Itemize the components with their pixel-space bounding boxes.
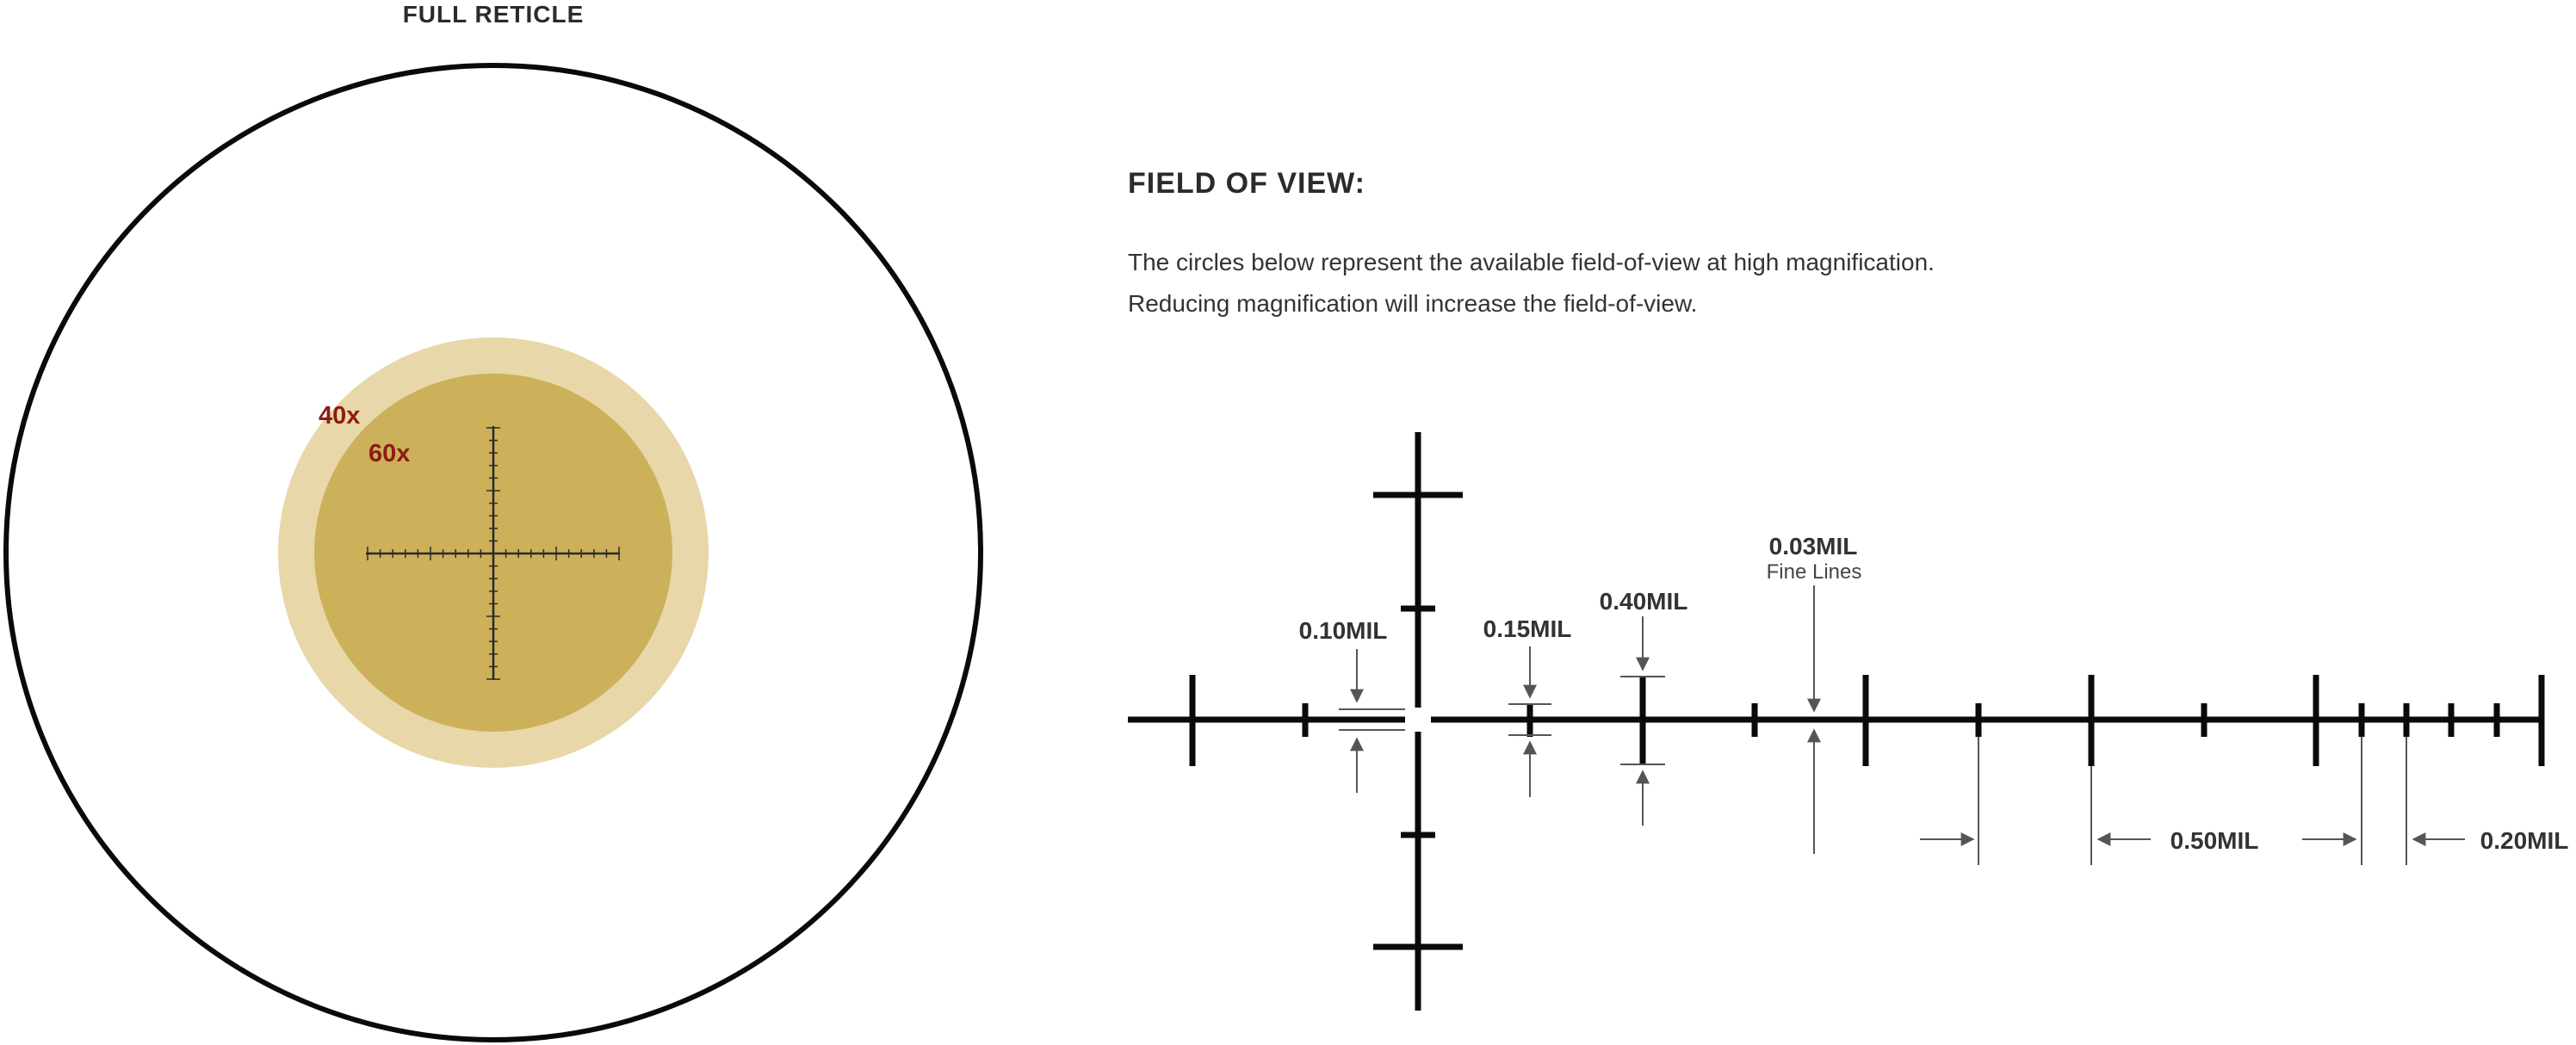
mini-crosshair bbox=[366, 426, 620, 680]
callout-0-40-mil: 0.40MIL bbox=[1600, 588, 1688, 615]
callout-0-10-mil: 0.10MIL bbox=[1299, 617, 1388, 644]
fov-heading: FIELD OF VIEW: bbox=[1128, 167, 1365, 200]
callout-0-15-mil: 0.15MIL bbox=[1483, 615, 1572, 642]
mag-60x-label: 60x bbox=[368, 440, 410, 467]
callout-fine-lines: Fine Lines bbox=[1767, 560, 1862, 584]
callout-0-20-mil: 0.20MIL bbox=[2480, 827, 2569, 854]
detail-reticle bbox=[1128, 432, 2545, 1011]
full-reticle-circle bbox=[3, 63, 983, 1042]
fov-description-line1: The circles below represent the availabl… bbox=[1128, 249, 1935, 275]
measurement-guides bbox=[1339, 585, 2465, 865]
callout-0-50-mil: 0.50MIL bbox=[2170, 827, 2259, 854]
full-reticle-title: FULL RETICLE bbox=[403, 1, 585, 28]
fov-description-line2: Reducing magnification will increase the… bbox=[1128, 290, 1697, 317]
callout-0-03-mil: 0.03MIL bbox=[1769, 533, 1858, 560]
mag-40x-label: 40x bbox=[319, 402, 360, 430]
